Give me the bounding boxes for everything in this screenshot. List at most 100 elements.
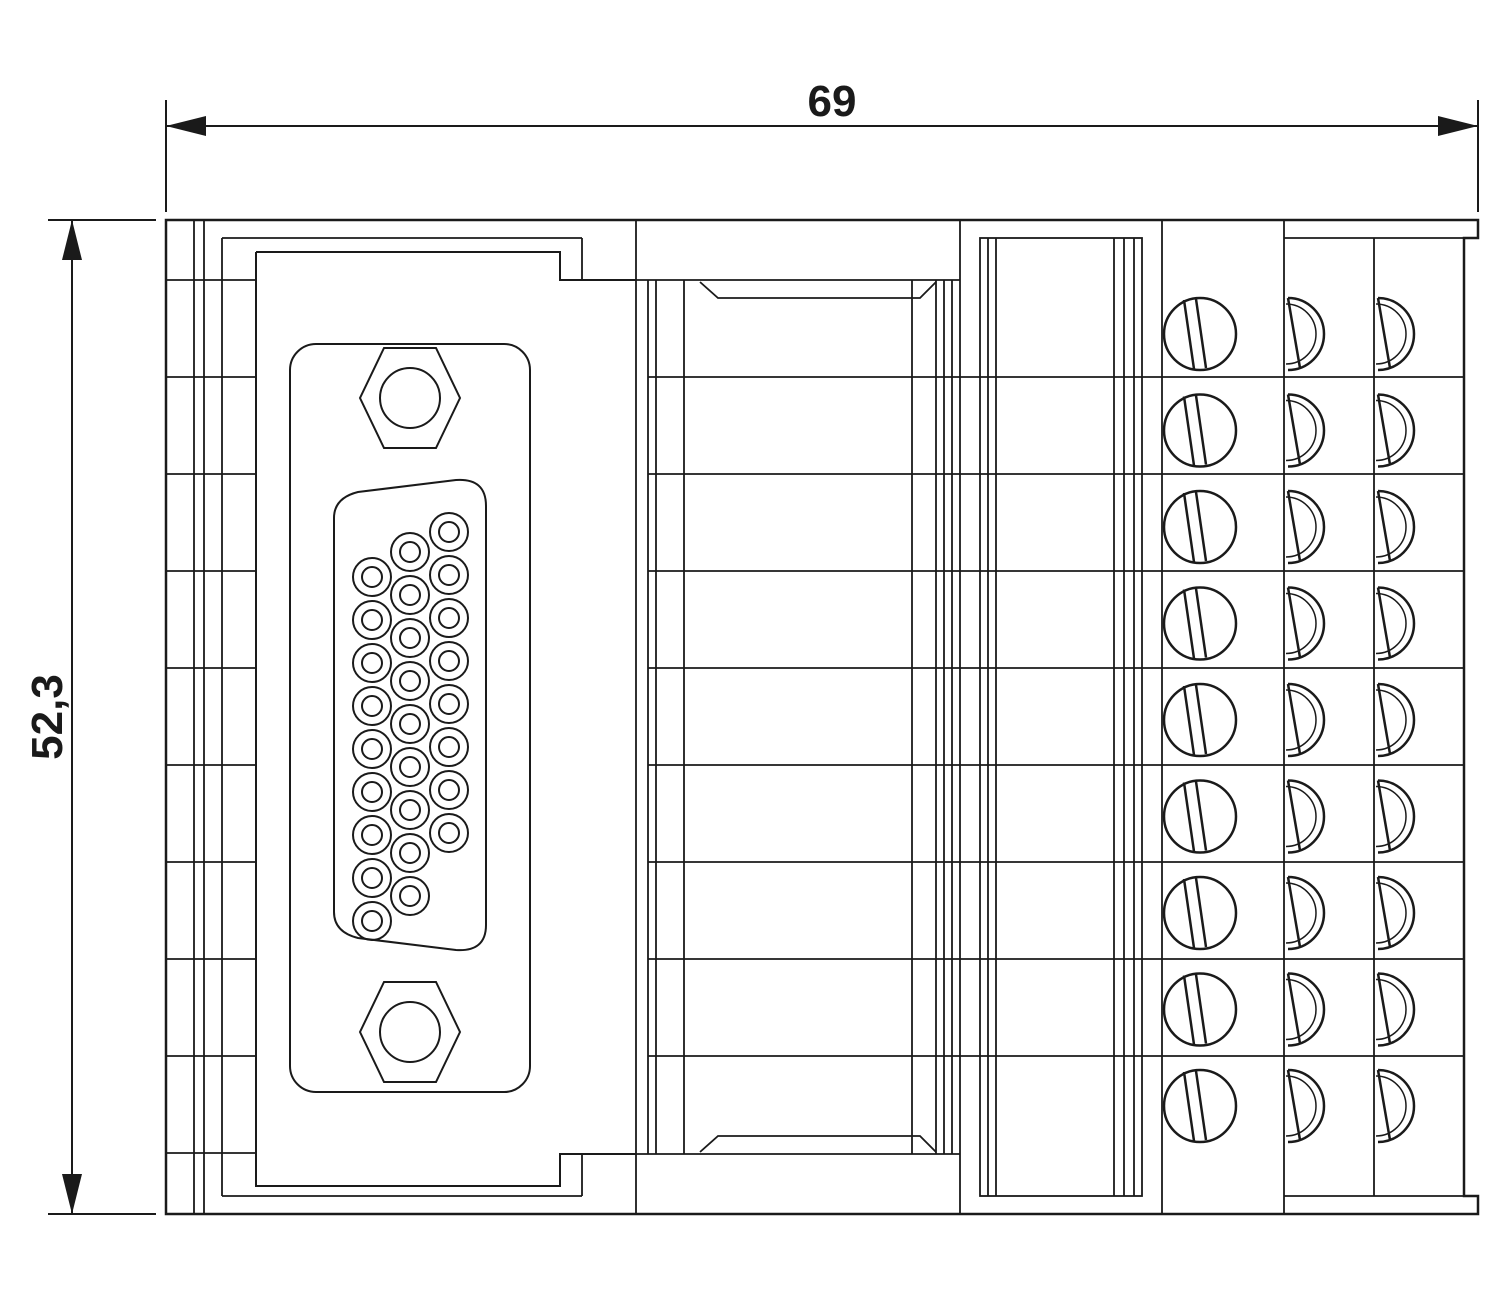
terminal-screw-side: [1285, 1068, 1326, 1144]
pin-outer: [390, 704, 430, 744]
connector-pin: [390, 876, 430, 916]
pin-outer: [429, 512, 469, 552]
pin-inner: [399, 541, 421, 563]
pin-inner: [361, 910, 383, 932]
screw-terminals: [1162, 296, 1416, 1144]
connector-pin: [352, 858, 392, 898]
terminal-screw-large: [1162, 489, 1238, 565]
pin-outer: [390, 532, 430, 572]
left-rail-ticks: [166, 279, 256, 1154]
screw-slot: [1286, 394, 1302, 465]
pin-inner: [361, 781, 383, 803]
width-dimension: [165, 100, 1479, 212]
screw-arc: [1377, 1068, 1416, 1144]
screw-slot: [1376, 876, 1392, 948]
connector-pin: [429, 813, 469, 853]
width-dimension-label: 69: [808, 77, 857, 126]
screw-head: [1162, 779, 1238, 854]
pin-inner: [399, 799, 421, 821]
screw-arc: [1377, 586, 1416, 661]
screw-arc: [1377, 682, 1416, 758]
pin-inner: [361, 738, 383, 760]
left-rail: [193, 220, 583, 1214]
terminal-screw-side: [1285, 972, 1326, 1047]
screw-slot: [1286, 297, 1302, 369]
connector-pin: [390, 575, 430, 615]
pin-inner: [438, 650, 460, 672]
screw-head: [1162, 682, 1238, 758]
pin-outer: [352, 901, 392, 941]
screw-arc: [1287, 393, 1326, 468]
screw-slot: [1194, 877, 1208, 948]
terminal-screw-large: [1162, 875, 1238, 951]
screw-arc: [1377, 489, 1416, 565]
connector-pin: [352, 557, 392, 597]
pin-outer: [429, 641, 469, 681]
sub-d-pins: [352, 512, 469, 941]
pin-inner: [438, 736, 460, 758]
terminal-screw-side: [1375, 1068, 1416, 1144]
screw-arc: [1377, 779, 1416, 854]
terminal-screw-side: [1285, 779, 1326, 854]
screw-slot: [1182, 492, 1196, 563]
screw-arc: [1377, 875, 1416, 951]
screw-arc: [1287, 972, 1326, 1047]
terminal-screw-large: [1162, 586, 1238, 661]
pin-inner: [399, 713, 421, 735]
pin-outer: [390, 618, 430, 658]
screw-arc: [1287, 296, 1326, 372]
connector-pin: [429, 598, 469, 638]
screw-slot: [1182, 299, 1196, 370]
screw-slot: [1194, 1070, 1208, 1141]
pin-outer: [352, 858, 392, 898]
screw-slot: [1194, 781, 1208, 851]
screw-arc: [1287, 586, 1326, 661]
terminal-screw-large: [1162, 296, 1238, 372]
connector-pin: [390, 790, 430, 830]
pin-outer: [429, 684, 469, 724]
terminal-screw-side: [1375, 586, 1416, 661]
screw-slot: [1376, 490, 1392, 562]
screw-slot: [1194, 298, 1208, 369]
screw-head: [1162, 586, 1238, 661]
screw-arc: [1287, 682, 1326, 758]
pin-outer: [429, 727, 469, 767]
connector-pin: [390, 532, 430, 572]
module-housing: [164, 218, 1480, 1216]
pin-inner: [399, 842, 421, 864]
terminal-row-separators: [648, 376, 1464, 1057]
screw-arc: [1377, 296, 1416, 372]
connector-pin: [429, 684, 469, 724]
pin-inner: [361, 867, 383, 889]
connector-pin: [352, 901, 392, 941]
terminal-screw-side: [1375, 393, 1416, 468]
screw-head: [1162, 1068, 1238, 1144]
pin-inner: [438, 779, 460, 801]
pin-inner: [399, 885, 421, 907]
terminal-screw-large: [1162, 393, 1238, 468]
screw-slot: [1182, 975, 1196, 1045]
screw-slot: [1376, 297, 1392, 369]
connector-pin: [352, 600, 392, 640]
terminal-screw-side: [1375, 779, 1416, 854]
screw-slot: [1286, 876, 1302, 948]
pin-outer: [390, 876, 430, 916]
connector-pin: [352, 643, 392, 683]
screw-arc: [1287, 779, 1326, 854]
terminal-screw-side: [1375, 296, 1416, 372]
pin-inner: [438, 521, 460, 543]
screw-slot: [1376, 1069, 1392, 1141]
pin-inner: [399, 627, 421, 649]
screw-slot: [1286, 683, 1302, 755]
pin-inner: [361, 566, 383, 588]
screw-head: [1162, 489, 1238, 565]
pin-inner: [361, 824, 383, 846]
connector-pin: [352, 686, 392, 726]
terminal-screw-side: [1285, 296, 1326, 372]
screw-slot: [1182, 1071, 1196, 1142]
terminal-screw-large: [1162, 682, 1238, 758]
screw-slot: [1286, 973, 1302, 1044]
terminal-screw-large: [1162, 779, 1238, 854]
pin-outer: [429, 813, 469, 853]
screw-slot: [1286, 780, 1302, 851]
